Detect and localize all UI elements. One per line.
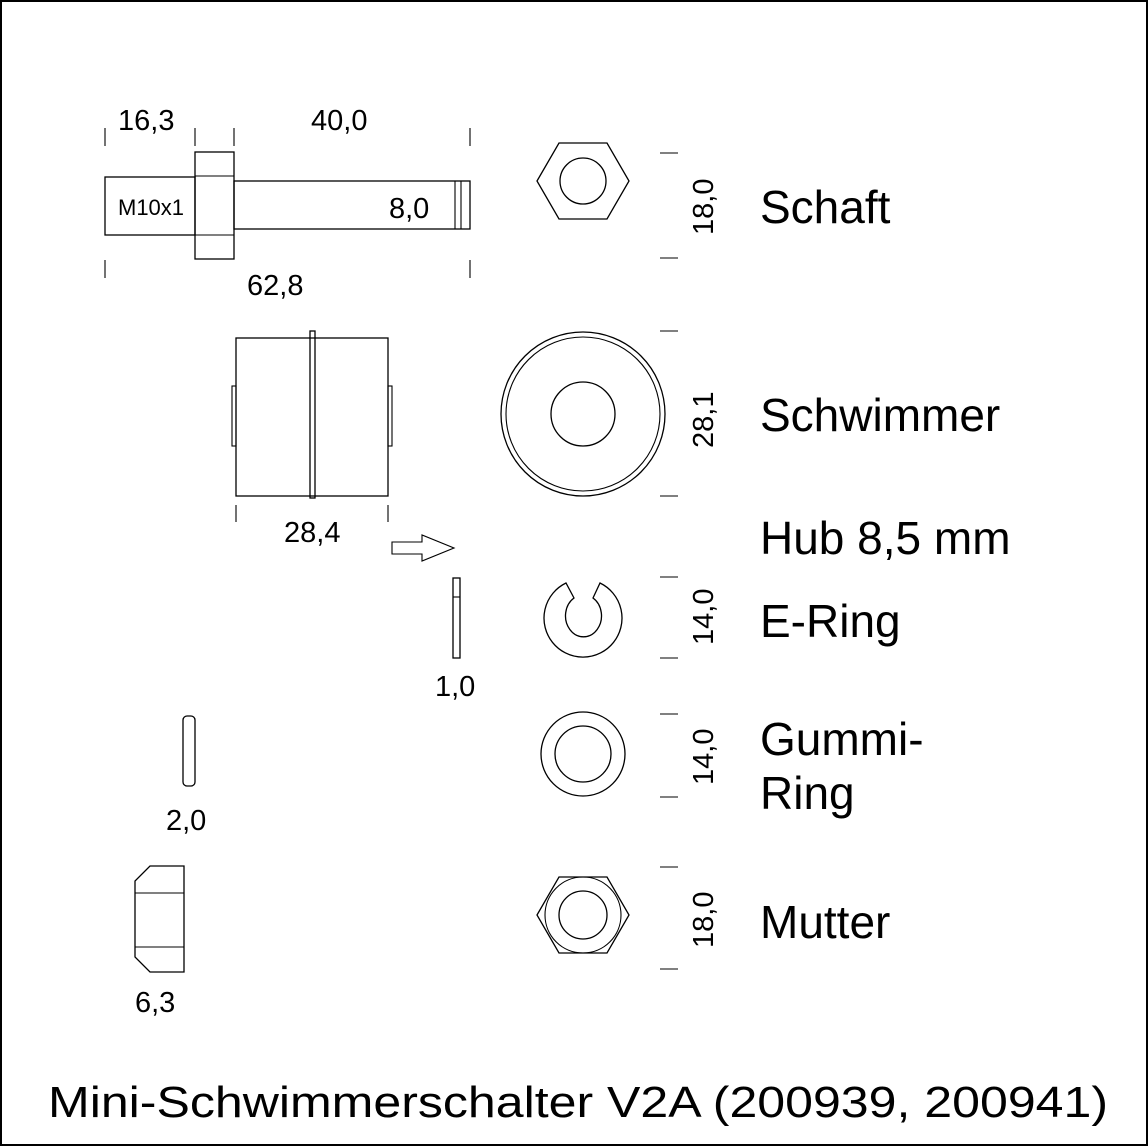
part-label-schaft: Schaft: [760, 181, 891, 233]
schaft-thread-length-label: 16,3: [118, 105, 174, 137]
schaft-diameter-label: 8,0: [389, 193, 429, 225]
schaft-thread-label: M10x1: [118, 195, 184, 220]
mutter-hex-size-label: 18,0: [688, 892, 720, 948]
ering-diameter-label: 14,0: [688, 589, 720, 645]
schwimmer-front-view: 28,1: [500, 330, 720, 497]
mutter-thickness-label: 6,3: [135, 987, 175, 1019]
ering-front-view: 14,0: [543, 576, 720, 659]
mutter-front-view: 18,0: [536, 866, 720, 970]
part-label-gummi-line1: Gummi-: [760, 713, 924, 765]
schwimmer-length-label: 28,4: [284, 517, 340, 549]
gummi-ring-side-view: 2,0: [166, 715, 206, 837]
arrow-icon: [391, 534, 456, 562]
schaft-front-view: 18,0: [536, 142, 720, 259]
schwimmer-diameter-label: 28,1: [688, 392, 720, 448]
part-label-mutter: Mutter: [760, 896, 890, 948]
part-label-schwimmer: Schwimmer: [760, 389, 1000, 441]
schaft-total-length-label: 62,8: [247, 270, 303, 302]
gummi-diameter-label: 14,0: [688, 729, 720, 785]
part-label-gummi-line2: Ring: [760, 767, 855, 819]
gummi-ring-front-view: 14,0: [540, 711, 720, 798]
part-label-hub: Hub 8,5 mm: [760, 512, 1011, 564]
schaft-shaft-length-label: 40,0: [311, 105, 367, 137]
schwimmer-side-view: 28,4: [231, 330, 393, 549]
schaft-hex-size-label: 18,0: [688, 179, 720, 235]
part-label-ering: E-Ring: [760, 595, 901, 647]
ering-side-view: 1,0: [435, 577, 475, 703]
gummi-thickness-label: 2,0: [166, 805, 206, 837]
mutter-side-view: 6,3: [134, 865, 185, 1019]
schaft-side-view: M10x1 8,0 16,3 40,0 62,8: [104, 105, 471, 302]
drawing-title: Mini-Schwimmerschalter V2A (200939, 2009…: [48, 1078, 1108, 1127]
ering-thickness-label: 1,0: [435, 671, 475, 703]
